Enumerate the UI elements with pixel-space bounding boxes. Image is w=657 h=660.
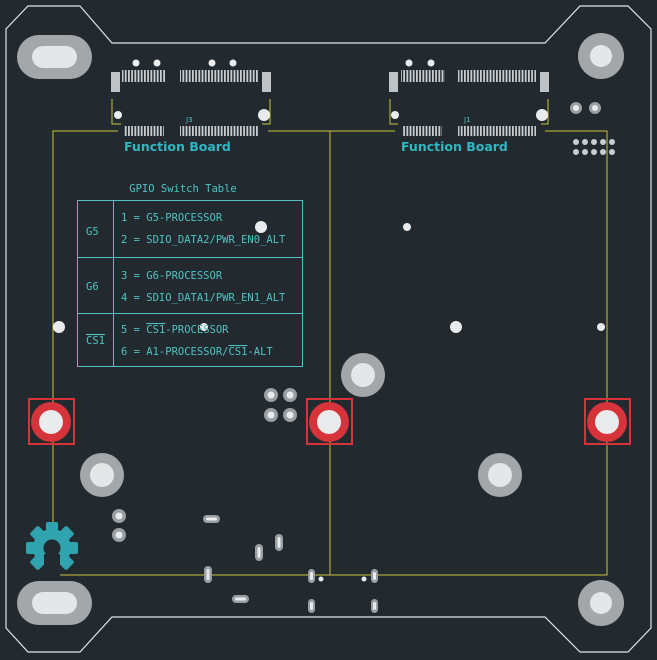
mounting-holes <box>17 33 624 626</box>
switch-center <box>306 398 353 445</box>
switch-left <box>28 398 75 445</box>
row-g5-name: G5 <box>86 226 99 238</box>
row-g5-option-1: 1 = G5-PROCESSOR <box>121 212 223 224</box>
slot-pads <box>203 515 378 613</box>
row-cs1-option-2: 6 = A1-PROCESSOR/CS1-ALT <box>121 346 273 358</box>
row-g5-option-2: 2 = SDIO_DATA2/PWR_EN0_ALT <box>121 234 286 246</box>
fab-outline <box>52 99 608 576</box>
function-board-label-left: Function Board <box>124 139 231 154</box>
gpio-switch-table: GPIO Switch Table G5 1 = G5-PROCESSOR 2 … <box>77 183 303 367</box>
header-pads <box>570 102 615 155</box>
ref-j1: J1 <box>463 116 471 124</box>
connector-j3 <box>111 59 271 136</box>
gpio-table-title: GPIO Switch Table <box>129 183 236 195</box>
row-cs1-option-1: 5 = CS1-PROCESSOR <box>121 324 229 336</box>
vias <box>53 221 605 582</box>
gear-icon <box>26 522 78 576</box>
connector-j1 <box>389 59 549 136</box>
board-outline <box>5 5 652 653</box>
ref-j3: J3 <box>185 116 193 124</box>
function-board-label-right: Function Board <box>401 139 508 154</box>
row-g6-option-2: 4 = SDIO_DATA1/PWR_EN1_ALT <box>121 292 286 304</box>
test-pads <box>112 388 297 542</box>
row-cs1-name: CS1 <box>86 335 105 347</box>
row-g6-option-1: 3 = G6-PROCESSOR <box>121 270 223 282</box>
switch-right <box>584 398 631 445</box>
row-g6-name: G6 <box>86 281 99 293</box>
